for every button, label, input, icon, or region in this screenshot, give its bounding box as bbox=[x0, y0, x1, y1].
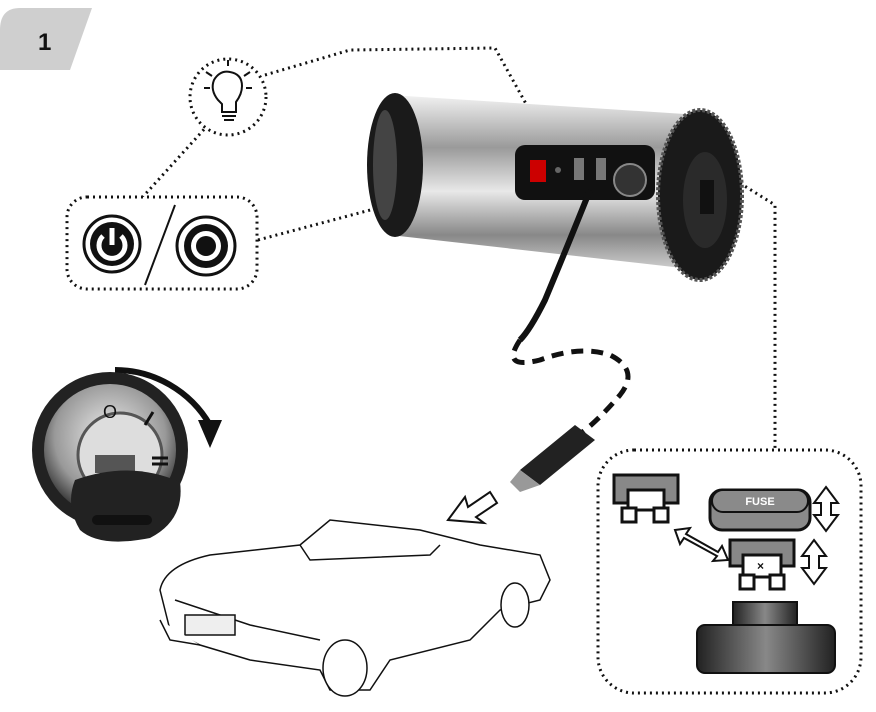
power-cable bbox=[510, 188, 631, 443]
power-off-icon bbox=[175, 215, 237, 277]
light-bulb-icon bbox=[204, 60, 252, 121]
usb-port bbox=[596, 158, 606, 180]
power-on-icon bbox=[82, 214, 142, 274]
convertible-car bbox=[159, 519, 551, 697]
svg-text:O: O bbox=[103, 402, 117, 422]
up-down-arrow-icon bbox=[812, 485, 840, 533]
ignition-switch: O bbox=[32, 367, 222, 542]
power-inverter bbox=[367, 93, 744, 282]
usb-port bbox=[574, 158, 584, 180]
diagonal-double-arrow-icon bbox=[673, 526, 730, 563]
fuse-socket-base bbox=[696, 601, 836, 674]
indicator-led bbox=[555, 167, 561, 173]
cigarette-lighter-plug bbox=[510, 425, 595, 492]
step-badge: 1 bbox=[0, 8, 92, 70]
insert-arrow-icon bbox=[446, 490, 499, 525]
rotate-arrow-icon bbox=[114, 367, 213, 427]
fuse-label: FUSE bbox=[745, 496, 774, 508]
svg-text:×: × bbox=[757, 559, 764, 573]
light-bulb-callout bbox=[188, 57, 268, 137]
fuse-replacement-callout: FUSE × bbox=[596, 448, 863, 695]
step-number: 1 bbox=[38, 29, 51, 56]
fuse-icon: × bbox=[728, 538, 796, 591]
car-key bbox=[71, 470, 181, 542]
power-switch-callout bbox=[65, 195, 259, 291]
power-switch bbox=[530, 160, 546, 182]
fuse-holder-icon bbox=[612, 473, 680, 524]
up-down-arrow-icon bbox=[800, 538, 828, 586]
fuse-cap: FUSE bbox=[708, 488, 812, 532]
divider-slash bbox=[144, 204, 176, 286]
